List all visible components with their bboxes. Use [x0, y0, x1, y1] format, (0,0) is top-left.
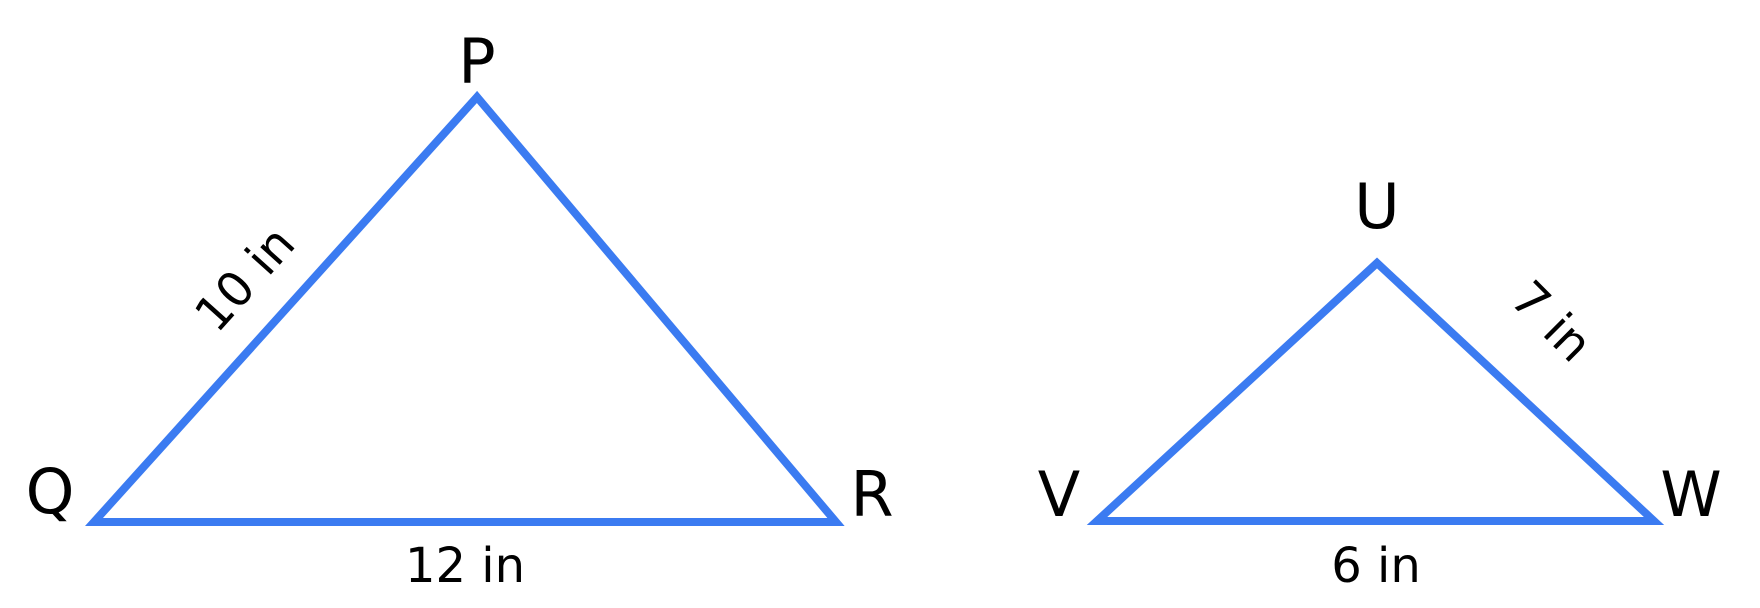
triangle-pqr-outline — [85, 90, 845, 526]
vertex-label-v: V — [1038, 458, 1080, 531]
triangle-uvw: U V W 7 in 6 in — [1038, 170, 1722, 594]
side-label-uw: 7 in — [1500, 270, 1603, 373]
vertex-label-q: Q — [26, 455, 75, 528]
side-label-pq: 10 in — [184, 216, 306, 343]
vertex-label-r: R — [850, 458, 893, 531]
triangle-pqr: P Q R 10 in 12 in — [26, 25, 894, 594]
triangle-uvw-outline — [1086, 257, 1665, 525]
side-label-vw: 6 in — [1331, 538, 1421, 594]
vertex-label-p: P — [458, 25, 495, 98]
vertex-label-w: W — [1660, 458, 1721, 531]
side-label-qr: 12 in — [405, 538, 525, 594]
vertex-label-u: U — [1354, 170, 1399, 243]
